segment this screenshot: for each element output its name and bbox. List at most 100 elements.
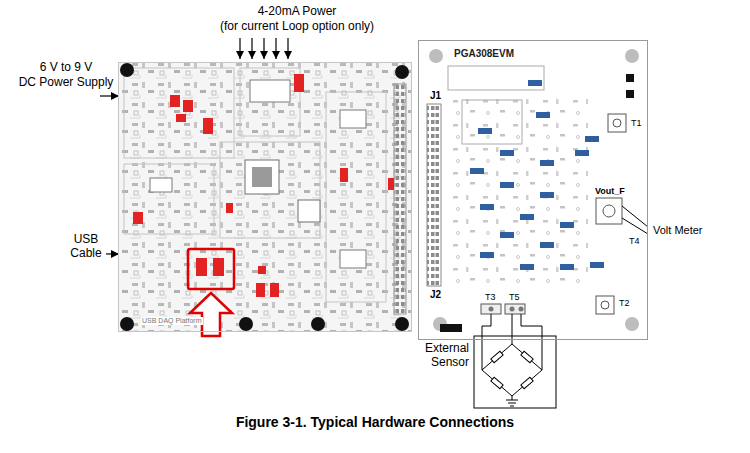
terminal-t5 [505,304,525,314]
vout-terminal [596,198,622,224]
highlight-arrow [190,293,232,336]
mounting-hole [120,63,134,77]
ground-symbol [506,400,518,401]
ic-chip [340,250,366,268]
red-component [203,118,213,134]
jumper [500,182,514,188]
terminal-screw [601,301,609,309]
connector-name: J1 [429,90,442,102]
jumper [536,112,550,118]
terminal-screw [613,119,621,127]
section-outline [124,164,214,234]
sensor-wire [521,314,542,370]
red-component [294,74,304,92]
mounting-hole [239,317,253,331]
input-arrows [100,38,288,254]
sensor-label: Sensor [430,356,470,370]
mounting-hole [311,317,325,331]
jumper [528,80,542,86]
terminal-name: T5 [508,292,521,302]
power-arrow [239,38,240,59]
marker-square [626,74,634,82]
usb-label: Cable [69,247,102,261]
signal-name: Vout_F [594,186,626,196]
jumper [585,136,599,142]
section-outline [220,142,320,238]
red-component [270,283,279,297]
terminal-name: T2 [618,298,631,308]
figure-caption: Figure 3-1. Typical Hardware Connections [236,414,514,430]
board-ground [418,40,648,340]
board-silkscreen [118,62,412,332]
ground-wire [512,396,513,400]
section-outline [326,92,386,302]
ic-chip [298,200,320,222]
supply-arrow [100,95,119,96]
power-arrow [263,38,264,59]
ic-chip [245,160,279,194]
connector-name: J2 [429,289,442,301]
terminal-screw [519,307,524,312]
terminal-t2 [596,296,614,314]
usb-label: USB [73,233,100,247]
sensor-outline [474,336,556,408]
board-ground [118,62,412,332]
terminal-name: T1 [630,118,643,128]
daq-board: USB DAQ Platform [118,62,412,332]
mounting-hole [395,317,409,331]
power-arrow [287,38,288,59]
ic-die [252,167,272,187]
terminal-name: T4 [628,236,641,246]
bridge [482,344,542,396]
jumper [520,214,534,220]
power-label: 4-20mA Power [257,5,338,19]
red-component [170,95,180,107]
section-outline [124,68,234,158]
red-component [256,283,265,297]
red-component [176,114,186,122]
resistor-symbol [521,377,533,389]
resistor-symbol [521,351,533,363]
bridge-sensor [474,314,556,408]
jumper [560,222,574,228]
red-component [183,100,193,112]
terminal-t1 [608,114,626,132]
mounting-hole [395,65,409,79]
jumper [480,252,494,258]
mounting-hole [625,317,639,331]
board-name: PGA308EVM [453,48,515,60]
jumper [520,264,534,270]
terminal-screw [603,205,615,217]
marker-square [626,90,634,98]
jumper [540,160,554,166]
jumper [480,204,494,210]
red-component [226,203,233,213]
resistor-symbol [491,377,503,389]
red-component [213,258,224,276]
jumper [575,150,589,156]
terminal-screw [510,307,515,312]
jumper [500,232,514,238]
ic-chip [250,80,290,102]
red-component [258,266,266,274]
mounting-hole [625,49,639,63]
meter-label: Volt Meter [652,224,704,237]
mounting-hole [429,49,443,63]
ground-symbol [510,406,514,407]
terminal-t3 [481,304,501,314]
ic-chip [340,110,366,128]
meter-wire [622,218,648,234]
ic-chip [150,178,172,192]
red-component [133,212,143,224]
jumper [560,264,574,270]
red-component [196,258,207,276]
red-component [340,168,348,182]
power-arrow [275,38,276,59]
red-component [388,178,394,190]
sensor-connector [440,324,462,332]
terminal-name: T3 [484,292,497,302]
connector-strip [427,104,441,286]
power-note: (for current Loop option only) [219,20,375,34]
sensor-wire [482,314,491,370]
terminal-screw [489,307,494,312]
